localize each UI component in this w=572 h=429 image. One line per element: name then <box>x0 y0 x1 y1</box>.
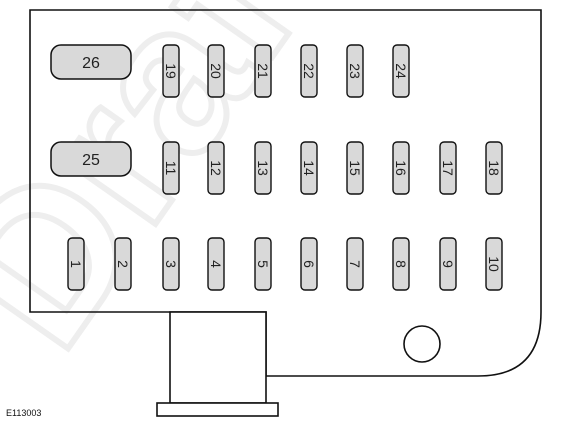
fuse-label: 3 <box>163 260 179 268</box>
fuse-13: 13 <box>254 141 272 195</box>
fuse-16: 16 <box>392 141 410 195</box>
connector-base <box>156 402 279 417</box>
fuse-row-top: 19 20 21 22 23 24 <box>162 44 410 98</box>
fuse-10: 10 <box>485 237 503 291</box>
fuse-23: 23 <box>346 44 364 98</box>
fuse-label: 11 <box>163 161 179 176</box>
fuse-box-housing <box>29 9 542 377</box>
fuse-18: 18 <box>485 141 503 195</box>
fuse-2: 2 <box>114 237 132 291</box>
fuse-label: 16 <box>393 160 409 176</box>
fuse-label: 20 <box>208 63 224 79</box>
fuse-20: 20 <box>207 44 225 98</box>
fuse-label: 5 <box>255 260 271 268</box>
fuse-8: 8 <box>392 237 410 291</box>
fuse-label: 17 <box>440 160 456 176</box>
fuse-4: 4 <box>207 237 225 291</box>
fuse-label: 24 <box>393 63 409 79</box>
fuse-label: 13 <box>255 160 271 176</box>
figure-id: E113003 <box>6 408 41 418</box>
fuse-label: 9 <box>440 260 456 268</box>
fuse-label: 8 <box>393 260 409 268</box>
fuse-3: 3 <box>162 237 180 291</box>
fuse-11: 11 <box>162 141 180 195</box>
fuse-15: 15 <box>346 141 364 195</box>
fuse-14: 14 <box>300 141 318 195</box>
fuse-label: 18 <box>486 160 502 176</box>
fuse-row-bottom: 1 2 3 4 5 6 7 8 9 10 <box>67 237 503 291</box>
fuse-row-middle: 11 12 13 14 15 16 17 18 <box>162 141 503 195</box>
fuse-5: 5 <box>254 237 272 291</box>
fuse-label: 1 <box>68 260 84 268</box>
fuse-label: 10 <box>486 256 502 272</box>
large-fuse-26: 26 <box>50 44 132 80</box>
fuse-17: 17 <box>439 141 457 195</box>
fuse-21: 21 <box>254 44 272 98</box>
fuse-label: 15 <box>347 160 363 176</box>
fuse-label: 2 <box>115 260 131 268</box>
fuse-label: 4 <box>208 260 224 268</box>
fuse-19: 19 <box>162 44 180 98</box>
fuse-label: 25 <box>82 152 100 169</box>
fuse-9: 9 <box>439 237 457 291</box>
fuse-label: 22 <box>301 63 317 79</box>
fuse-label: 7 <box>347 260 363 268</box>
fuse-label: 19 <box>163 63 179 79</box>
fuse-6: 6 <box>300 237 318 291</box>
fuse-7: 7 <box>346 237 364 291</box>
fuse-22: 22 <box>300 44 318 98</box>
mounting-hole <box>403 325 441 363</box>
fuse-12: 12 <box>207 141 225 195</box>
fuse-label: 14 <box>301 160 317 176</box>
fuse-label: 21 <box>255 63 271 79</box>
fuse-label: 12 <box>208 160 224 176</box>
fuse-label: 6 <box>301 260 317 268</box>
fuse-1: 1 <box>67 237 85 291</box>
fuse-label: 23 <box>347 63 363 79</box>
fuse-label: 26 <box>82 55 100 72</box>
connector-stem <box>169 311 267 404</box>
fuse-24: 24 <box>392 44 410 98</box>
large-fuse-25: 25 <box>50 141 132 177</box>
